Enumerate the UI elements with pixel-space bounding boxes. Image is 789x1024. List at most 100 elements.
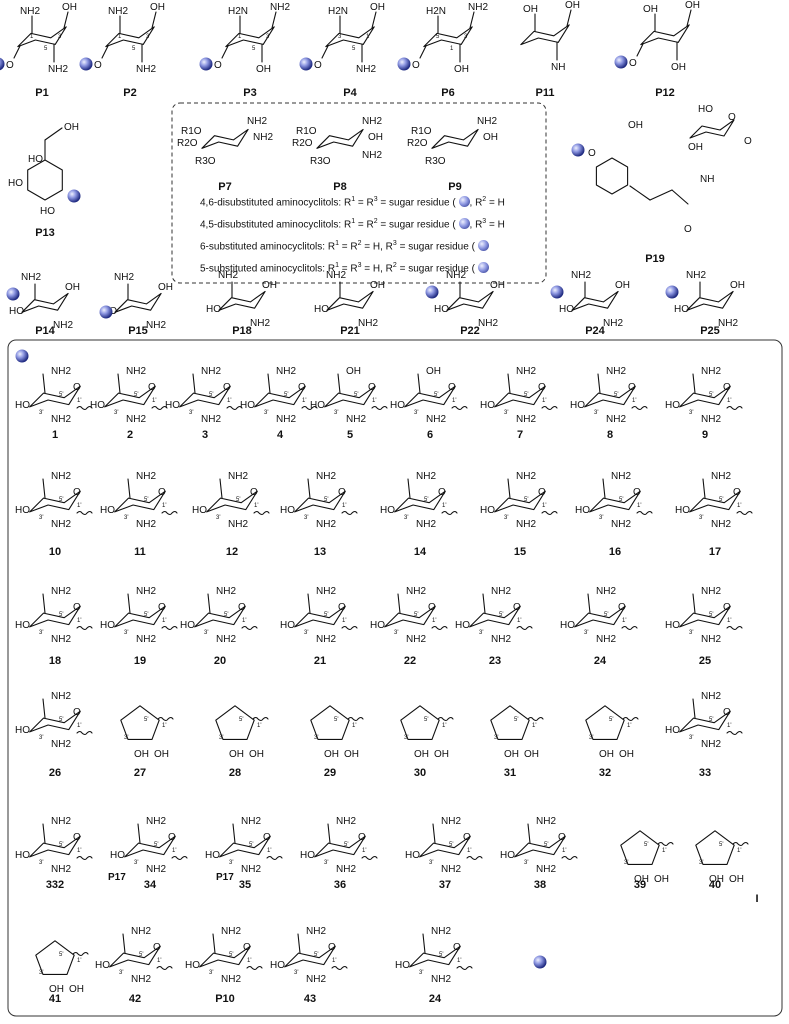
compound-label-P6: P6 [441,87,454,99]
note-line-4: 5-substituted aminocyclitols: R1 = R3 = … [200,262,489,274]
attachment-wavy-bond [621,625,638,631]
boxed-aminocyclitol-ring [201,128,249,149]
furanose-ring [310,705,350,740]
substituent-label: R1O [296,126,317,137]
substituent-label: OH [483,132,498,143]
pyranose-ring [689,490,741,513]
note-1-tail: , R [469,197,483,209]
residue-label-5: 5 [347,429,353,441]
substituent-bond [507,373,511,394]
substituent-label: NH2 [426,414,446,425]
substituent-label: HO [405,850,420,861]
residue-label-40: 40 [709,879,721,891]
substituent-label: NH2 [596,634,616,645]
substituent-label: OH [599,749,614,760]
position-label: 1' [452,398,456,404]
substituent-label: HO [390,400,405,411]
substituent-label: HO [206,304,221,315]
substituent-label: OH [454,64,469,75]
substituent-label: NH2 [316,471,336,482]
position-label: 3' [114,410,118,416]
position-label: 3' [504,515,508,521]
ring-oxygen-label: O [723,382,731,393]
position-label: 3' [39,735,43,741]
substituent-bond [137,823,141,844]
position-label: 3' [404,515,408,521]
substituent-label: R3O [425,156,446,167]
position-label: 3' [394,630,398,636]
ring-oxygen-label: O [243,942,251,953]
pyranose-ring [394,490,446,513]
substituent-label: OH [49,984,64,995]
substituent-label: NH2 [536,816,556,827]
furanose-ring [620,830,660,865]
substituent-label: NH2 [114,272,134,283]
ring-oxygen-label: O [148,382,156,393]
position-label: 1' [662,848,666,854]
substituent-label: NH2 [701,366,721,377]
substituent-label: NH2 [406,586,426,597]
substituent-label: O [214,60,222,71]
position-label: 3' [264,410,268,416]
ring-position-number: 3 [58,34,62,40]
substituent-bond [297,933,301,954]
position-label: 3' [204,630,208,636]
pyranose-ring [294,605,346,628]
substituent-label: HO [300,850,315,861]
substituent-label: NH2 [131,926,151,937]
ring-oxygen-label: O [338,602,346,613]
substituent-label: NH2 [336,816,356,827]
substituent-label: NH2 [253,132,273,143]
position-label: 3' [689,630,693,636]
position-label: 1' [152,398,156,404]
position-label: 5' [284,392,288,398]
aminocyclitol-ring [640,24,690,46]
note-3-text: 6-substituted aminocyclitols: R [200,241,336,253]
substituent-label: HO [560,620,575,631]
substituent-label: HO [500,850,515,861]
substituent-label: HO [480,400,495,411]
substituent-bond [44,127,63,141]
pyranose-ring [404,385,456,408]
position-label: 3' [216,515,220,521]
substituent-label: HO [575,505,590,516]
position-label: 5' [144,497,148,503]
substituent-label: NH2 [218,270,238,281]
substituent-label: HO [110,850,125,861]
substituent-label: NH2 [346,414,366,425]
attachment-wavy-bond [241,625,258,631]
substituent-label: OH [615,280,630,291]
position-label: 5' [239,717,243,723]
position-label: 3' [594,410,598,416]
position-label: 5' [439,952,443,958]
residue-label-36: 36 [334,879,346,891]
substituent-label: NH2 [316,586,336,597]
substituent-label: NH2 [477,116,497,127]
note-2-sup1: 1 [351,218,356,225]
note-4-mid1: = R [338,263,358,275]
pyranose-ring [409,945,461,968]
substituent-label: HO [15,850,30,861]
attachment-wavy-bond [76,855,93,861]
residue-label-10: 10 [49,546,61,558]
substituent-label: NH2 [146,864,166,875]
sugar-sphere-icon [199,57,213,71]
substituent-label: HO [90,400,105,411]
position-label: 5' [324,497,328,503]
position-label: 1' [532,723,536,729]
substituent-label: NH2 [701,586,721,597]
position-label: 1' [737,503,741,509]
residue-label-23: 23 [489,655,501,667]
pyranose-ring [419,835,471,858]
substituent-label: NH2 [131,974,151,985]
attachment-wavy-bond [157,716,174,722]
position-label: 1' [227,398,231,404]
sugar-sphere-icon [99,305,113,319]
ring-oxygen-label: O [153,942,161,953]
substituent-label: NH [551,62,565,73]
pyranose-ring [294,490,346,513]
pyranose-ring [679,385,731,408]
residue-label-37: 37 [439,879,451,891]
substituent-label: NH2 [603,318,623,329]
position-label: 3' [414,410,418,416]
